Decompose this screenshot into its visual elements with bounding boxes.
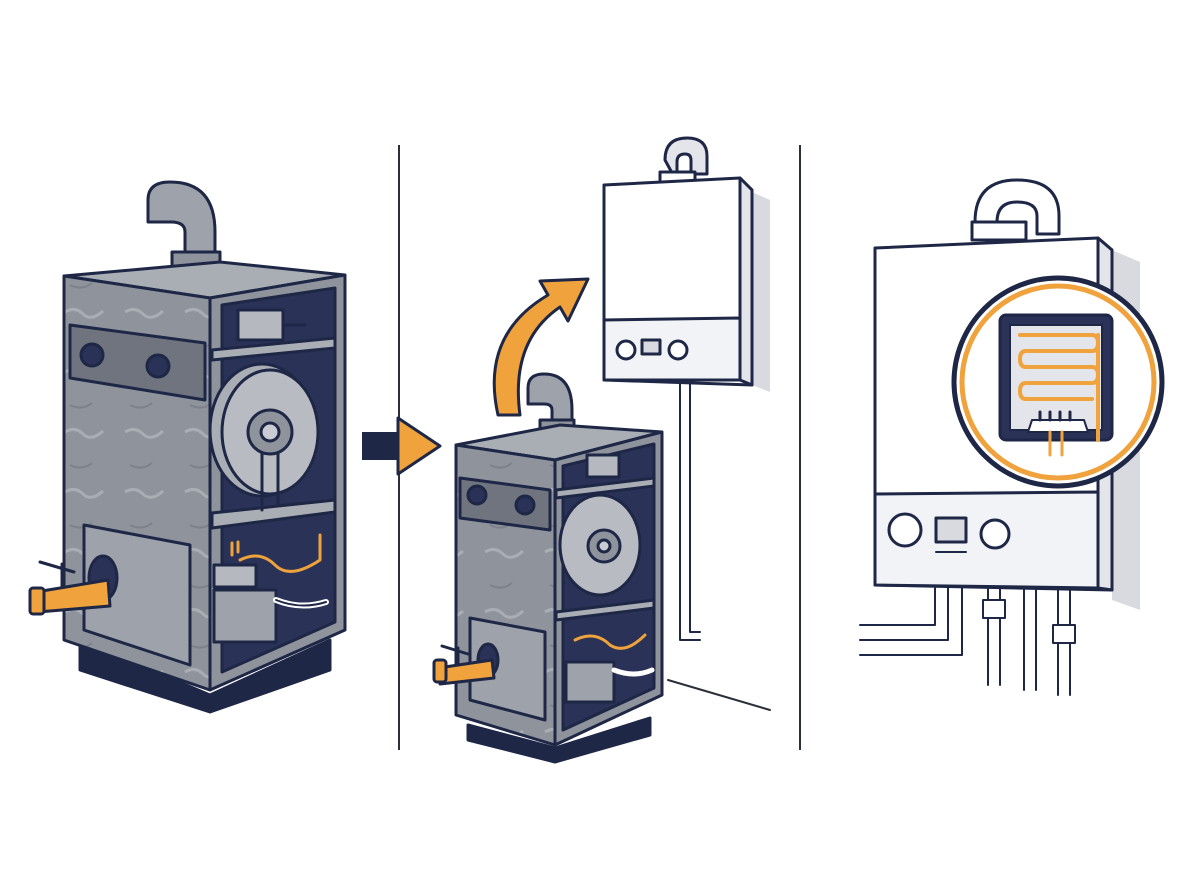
boiler-display-icon xyxy=(934,516,968,544)
dial-knob-icon xyxy=(79,342,105,368)
heat-exchanger-magnifier-icon xyxy=(951,275,1165,489)
replacement-step xyxy=(432,136,771,764)
new-wall-boiler xyxy=(859,178,1165,696)
old-furnace-small xyxy=(432,372,664,764)
boiler-button-icon xyxy=(979,518,1011,550)
right-arrow-icon xyxy=(362,416,442,476)
dial-knob-icon xyxy=(145,353,171,379)
old-floor-furnace xyxy=(28,180,347,714)
boiler-dial-icon xyxy=(887,512,923,548)
gas-valve-icon xyxy=(28,560,112,616)
curved-arrow-icon xyxy=(492,277,590,417)
new-boiler-small xyxy=(602,136,754,641)
boiler-pipes xyxy=(859,587,1076,696)
